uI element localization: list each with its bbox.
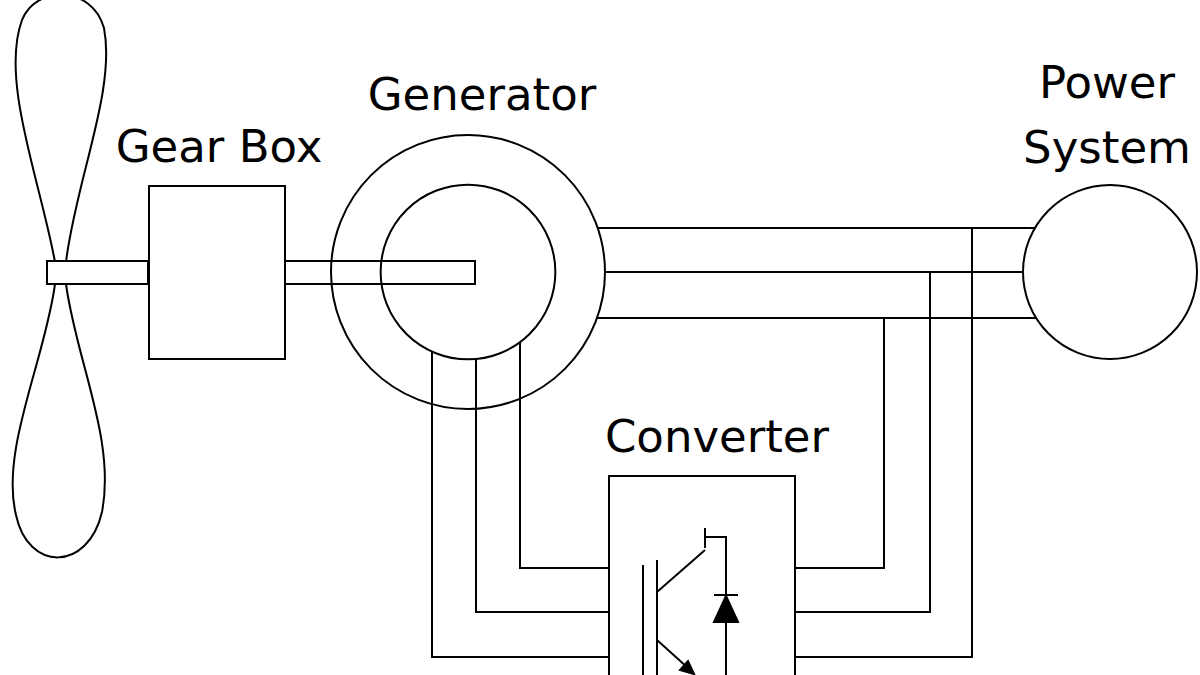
igbt-symbol: [643, 528, 738, 675]
gate-line: [642, 565, 644, 675]
propeller-blade: [13, 284, 105, 557]
rotor-circle: [381, 185, 556, 360]
converter-box: Converter: [608, 475, 796, 675]
outer-circle: [1023, 185, 1197, 359]
circle-outline: [1022, 184, 1198, 360]
wire-line: [598, 227, 1035, 229]
wire-line: [432, 352, 608, 657]
wire-line: [796, 318, 1036, 568]
three-phase-wires: [432, 342, 608, 657]
channel-line: [656, 560, 658, 675]
wire-line: [476, 359, 608, 612]
wire-line: [796, 228, 1035, 657]
emitter-arrow: [680, 661, 694, 674]
node-label: Converter: [567, 404, 867, 469]
wire-line: [796, 272, 1023, 612]
emitter-lead: [657, 640, 688, 668]
node-label: Power System: [1007, 50, 1200, 180]
rotor-shaft: [47, 261, 148, 284]
diode-bar: [714, 594, 738, 596]
node-label: Generator: [332, 62, 632, 127]
three-phase-wires: [796, 228, 1036, 657]
collector-lead: [657, 528, 726, 675]
propeller-blade: [16, 0, 107, 262]
outer-circle: [331, 135, 605, 409]
diode-symbol: [714, 596, 738, 622]
gear-box: Gear Box: [148, 185, 286, 360]
circle-outline: [330, 134, 606, 410]
wire-line: [520, 342, 608, 568]
node-label: Gear Box: [69, 114, 369, 179]
propeller: [13, 0, 148, 557]
power-system-circle: Power System: [1022, 184, 1198, 360]
generator-circle: Generator: [330, 134, 606, 410]
